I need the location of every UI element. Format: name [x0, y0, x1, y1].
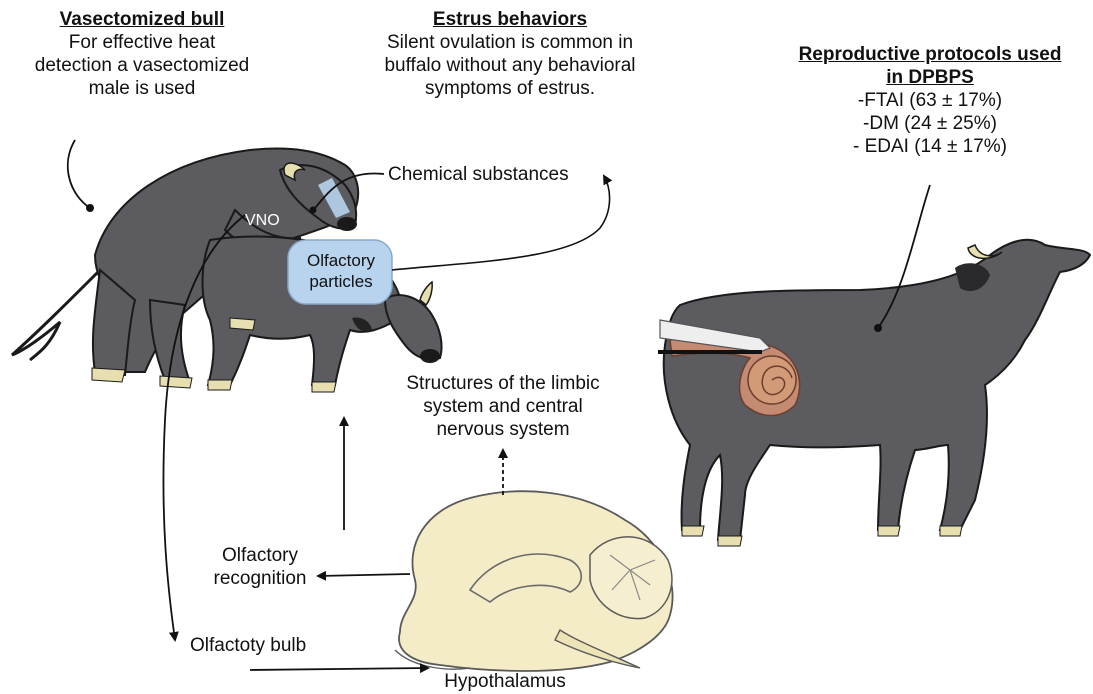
limbic-line-1: Structures of the limbic — [378, 372, 628, 395]
vasectomized-bull-block: Vasectomized bull For effective heat det… — [24, 8, 260, 100]
reproductive-protocols-block: Reproductive protocols used in DPBPS -FT… — [770, 43, 1090, 158]
chemical-substances-label: Chemical substances — [388, 163, 569, 186]
olfactory-recognition-line-1: Olfactory — [200, 544, 320, 567]
olfactory-bulb-label: Olfactoty bulb — [190, 634, 306, 657]
vasectomized-line-2: detection a vasectomized — [24, 54, 260, 77]
protocols-title-line-1: Reproductive protocols used — [770, 43, 1090, 66]
protocols-title-line-2: in DPBPS — [770, 66, 1090, 89]
limbic-line-3: nervous system — [378, 418, 628, 441]
estrus-line-1: Silent ovulation is common in — [360, 31, 660, 54]
olfactory-particles-label: Olfactory particles — [292, 250, 390, 292]
protocol-ftai: -FTAI (63 ± 17%) — [770, 89, 1090, 112]
protocol-dm: -DM (24 ± 25%) — [770, 112, 1090, 135]
vasectomized-line-1: For effective heat — [24, 31, 260, 54]
brain-illustration — [395, 491, 673, 671]
vasectomized-line-3: male is used — [24, 77, 260, 100]
vasectomized-bull-title: Vasectomized bull — [24, 8, 260, 31]
limbic-structures-label: Structures of the limbic system and cent… — [378, 372, 628, 441]
olfactory-particles-line-1: Olfactory — [292, 250, 390, 271]
estrus-behaviors-block: Estrus behaviors Silent ovulation is com… — [360, 8, 660, 100]
vno-label: VNO — [245, 212, 280, 229]
protocol-edai: - EDAI (14 ± 17%) — [770, 135, 1090, 158]
olfactory-recognition-label: Olfactory recognition — [200, 544, 320, 590]
estrus-behaviors-title: Estrus behaviors — [360, 8, 660, 31]
olfactory-recognition-line-2: recognition — [200, 567, 320, 590]
estrus-line-3: symptoms of estrus. — [360, 77, 660, 100]
limbic-line-2: system and central — [378, 395, 628, 418]
right-buffalo-illustration — [658, 240, 1090, 546]
hypothalamus-label: Hypothalamus — [430, 670, 580, 693]
olfactory-particles-line-2: particles — [292, 271, 390, 292]
estrus-line-2: buffalo without any behavioral — [360, 54, 660, 77]
